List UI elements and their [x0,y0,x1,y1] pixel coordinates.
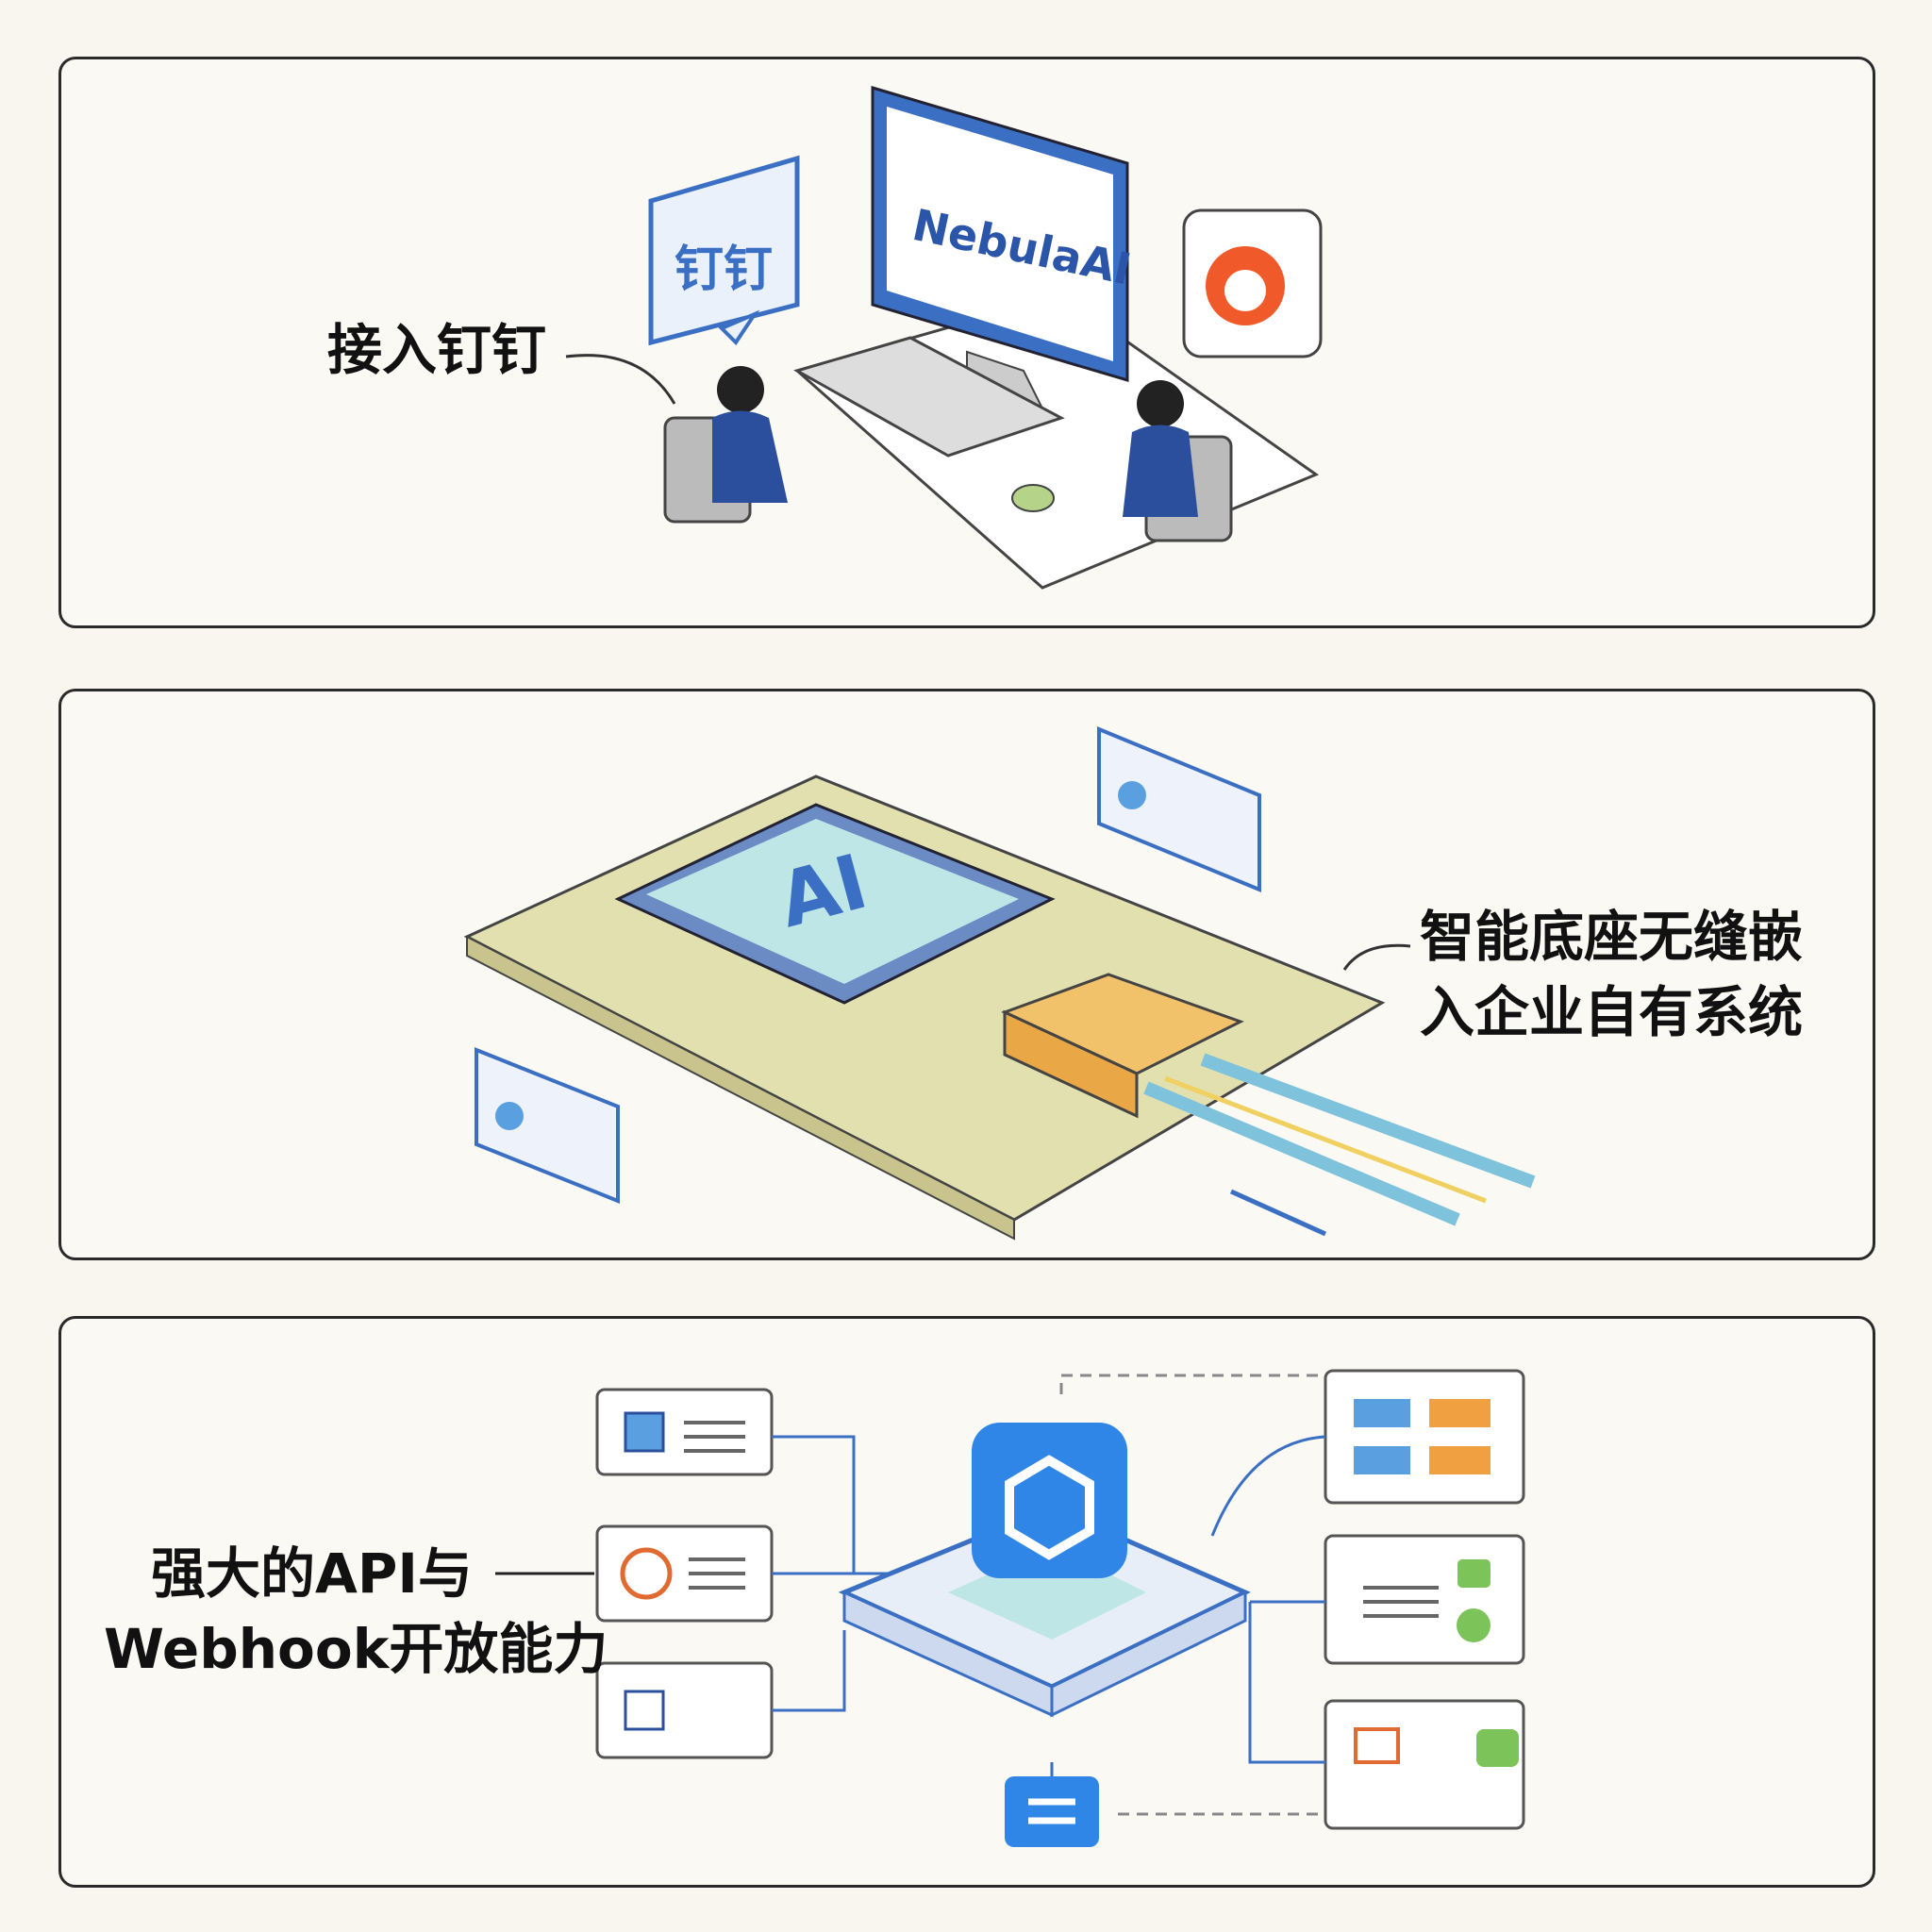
bubble-mascot [1182,208,1323,358]
target-card-1 [1324,1369,1525,1505]
webhook-button-icon [1005,1776,1099,1847]
caption-line2: Webhook开放能力 [104,1617,608,1681]
leader-line [565,354,676,405]
hub-app-icon [972,1423,1127,1578]
arrow-icon [1229,1189,1327,1237]
cables [1143,1053,1536,1237]
ai-chip: AI [614,803,1056,1005]
source-card-3 [595,1661,774,1759]
bubble-dingtalk-text: 钉钉 [675,242,773,298]
floating-card-left [475,1047,620,1204]
caption-dingtalk: 接入钉钉 [327,318,547,382]
api-hub-diagram [495,1369,1525,1847]
connector [1001,973,1244,1119]
source-card-1 [595,1388,774,1476]
leader-line [1342,943,1411,971]
caption-line1: 强大的API与 [151,1541,473,1606]
panel-embedded-platform: AI 智能底座无缝嵌 入企业自有系统 [58,689,1875,1260]
floating-card-top [1097,726,1261,892]
office-illustration: NebulaAI 钉钉 [565,85,1323,590]
caption-line1: 智能底座无缝嵌 [1420,905,1804,969]
caption-line2: 入企业自有系统 [1420,980,1804,1044]
panel-api-webhook: 强大的API与 Webhook开放能力 [58,1316,1875,1888]
bubble-dingtalk: 钉钉 [648,155,800,346]
chip-board-illustration: AI [463,726,1536,1241]
target-card-2 [1324,1534,1525,1665]
person-left [663,366,788,524]
panel-dingtalk-integration: NebulaAI 钉钉 接入钉钉 [58,57,1875,628]
keyboard-icon [793,336,1065,458]
person-right [1123,380,1233,542]
mouse-icon [1011,484,1055,512]
